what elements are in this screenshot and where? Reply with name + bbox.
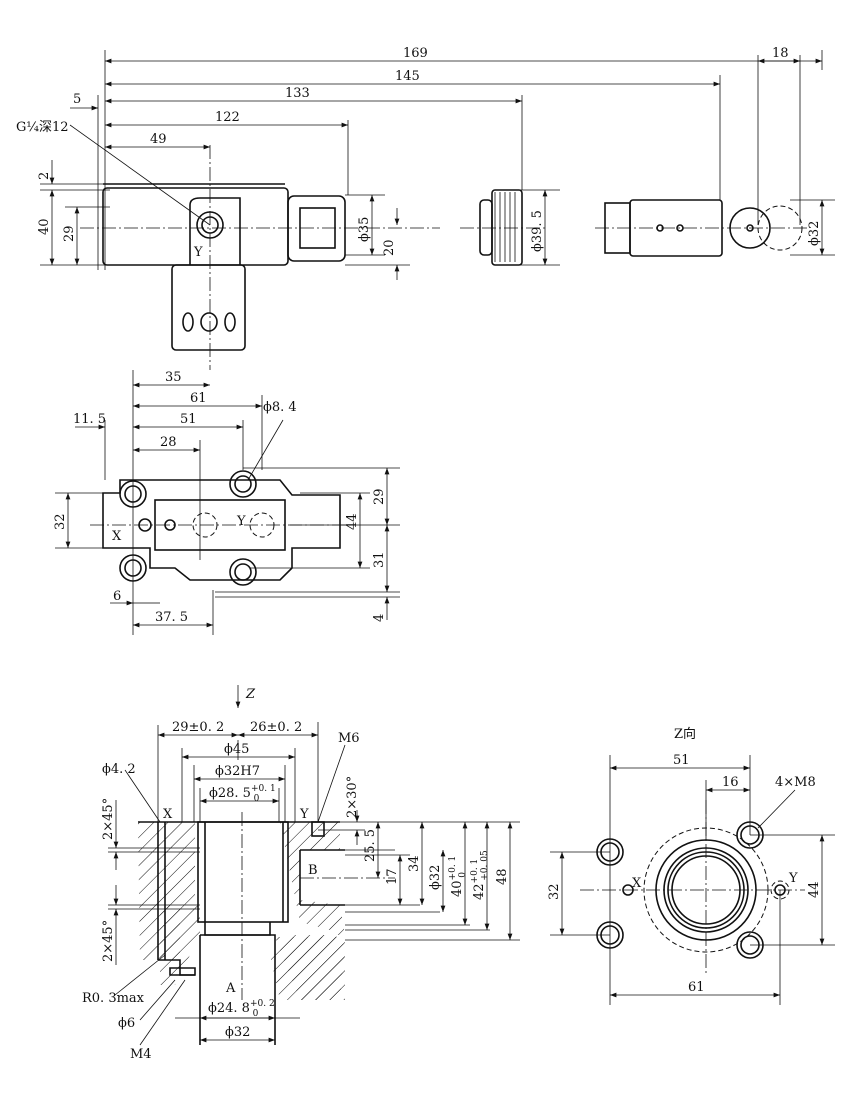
dim-29: 29: [372, 488, 387, 505]
dim-2: 2: [37, 172, 52, 180]
chamfer-2x30: 2×30°: [345, 776, 360, 818]
z-arrow-label: Z: [245, 687, 256, 702]
thread-4xm8: 4×M8: [775, 775, 816, 790]
dim-20: 20: [382, 239, 397, 256]
dim-42-tol: 42+0. 1+0. 05: [470, 850, 490, 900]
port-b: B: [308, 863, 318, 878]
dim-51: 51: [673, 753, 690, 768]
dim-17: 17: [385, 868, 400, 885]
dim-16: 16: [722, 775, 739, 790]
port-x: X: [112, 529, 122, 544]
thread-m6: M6: [338, 731, 360, 746]
dim-61: 61: [190, 391, 207, 406]
dim-40-tol: 40+0. 10: [448, 856, 468, 897]
dim-26-tol: 26±0. 2: [250, 720, 302, 735]
dim-18: 18: [772, 46, 789, 61]
dim-phi6: ϕ6: [118, 1016, 135, 1031]
dim-122: 122: [215, 110, 240, 125]
dim-133: 133: [285, 86, 310, 101]
port-y: Y: [788, 871, 798, 886]
port-x: X: [632, 876, 642, 891]
dim-44: 44: [345, 513, 360, 530]
dim-25-5: 25. 5: [363, 829, 378, 862]
dim-145: 145: [395, 69, 420, 84]
chamfer-2x45-top: 2×45°: [101, 798, 116, 840]
dim-phi32: ϕ32: [807, 221, 822, 246]
dim-5: 5: [73, 92, 81, 107]
dim-31: 31: [372, 551, 387, 568]
port-a: A: [225, 981, 236, 996]
dim-37-5: 37. 5: [155, 610, 188, 625]
dim-phi32h7: ϕ32H7: [215, 764, 260, 779]
dim-phi45: ϕ45: [224, 742, 249, 757]
dim-169: 169: [403, 46, 428, 61]
chamfer-2x45-bottom: 2×45°: [101, 920, 116, 962]
dim-35: 35: [165, 370, 182, 385]
dim-4: 4: [372, 614, 387, 622]
port-y: Y: [193, 245, 203, 260]
dim-51: 51: [180, 412, 197, 427]
port-note: G¼深12: [16, 120, 69, 135]
dim-phi8-4: ϕ8. 4: [263, 400, 297, 415]
dim-32: 32: [547, 883, 562, 900]
dim-32: 32: [53, 513, 68, 530]
dim-44: 44: [807, 881, 822, 898]
dim-40: 40: [37, 218, 52, 235]
dim-29-tol: 29±0. 2: [172, 720, 224, 735]
dim-phi32-c: ϕ32: [225, 1025, 250, 1040]
dim-61: 61: [688, 980, 705, 995]
dim-48: 48: [495, 868, 510, 885]
dim-29: 29: [62, 225, 77, 242]
dim-phi35: ϕ35: [357, 217, 372, 242]
z-view: Z向 51 16 4×M8 32 44 61 X Y: [547, 726, 835, 1005]
port-x: X: [163, 807, 173, 822]
top-view: 169 18 145 133 5 122 49 G¼深12 Y 2 40 29 …: [16, 46, 835, 370]
dim-6: 6: [113, 589, 121, 604]
dim-49: 49: [150, 132, 167, 147]
section-view: Z: [82, 685, 520, 1062]
z-view-title: Z向: [674, 726, 696, 742]
port-y: Y: [299, 807, 309, 822]
thread-m4: M4: [130, 1047, 152, 1062]
dim-phi39-5: ϕ39. 5: [530, 210, 545, 252]
radius-r0-3: R0. 3max: [82, 991, 145, 1006]
dim-34: 34: [407, 855, 422, 872]
dim-11-5: 11. 5: [73, 412, 106, 427]
plan-view: 35 61 11. 5 51 28 ϕ8. 4 32 29 44 31 4 6 …: [53, 370, 400, 635]
port-y: Y: [236, 514, 246, 529]
dim-28: 28: [160, 435, 177, 450]
dim-phi32-b: ϕ32: [428, 865, 443, 890]
dim-phi4-2: ϕ4. 2: [102, 762, 136, 777]
